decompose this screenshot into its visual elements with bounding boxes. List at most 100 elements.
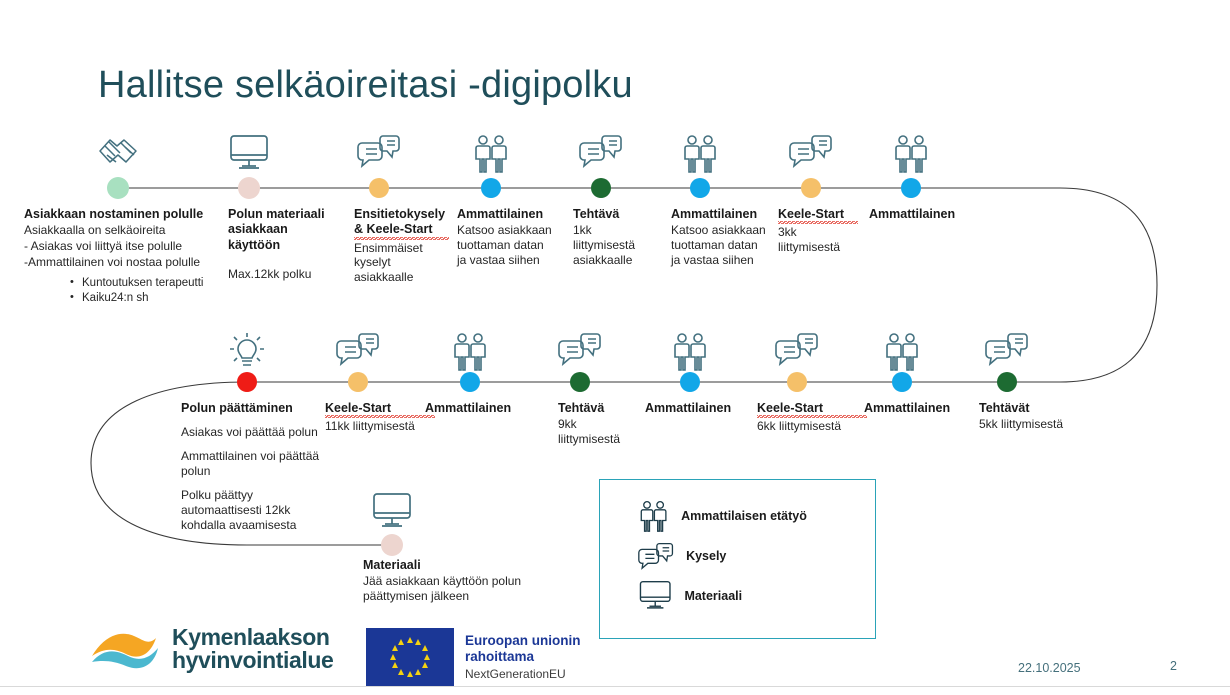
legend-item-label: Kysely [686, 548, 727, 563]
slide-page-number: 2 [1170, 659, 1177, 673]
timeline-step-text: Ammattilainen voi päättää polun [181, 449, 320, 478]
timeline-step-text: Asiakkaalla on selkäoireita [24, 223, 166, 238]
eu-star-icon [389, 653, 396, 660]
timeline-node-dot[interactable] [997, 372, 1017, 392]
kymenlaakso-mark-icon [92, 634, 158, 669]
kysely-icon [579, 134, 623, 168]
timeline-step-title: Ammattilainen [671, 207, 758, 221]
materiaali-text: Jää asiakkaan käyttöön polun päättymisen… [363, 574, 522, 604]
timeline-step-title: Ammattilainen [425, 401, 512, 415]
legend-item-label: Ammattilaisen etätyö [681, 509, 807, 524]
timeline-step-text: 5kk liittymisestä [979, 417, 1064, 432]
timeline-node-dot[interactable] [570, 372, 590, 392]
timeline-step-title: Polun päättäminen [181, 401, 293, 415]
eu-star-icon [421, 645, 428, 652]
eu-star-icon [406, 636, 413, 643]
timeline-step-block: Tehtävä 1kk liittymisestä asiakkaalle [573, 207, 651, 268]
timeline-step-block: Ammattilainen [425, 401, 535, 416]
timeline-node-dot[interactable] [237, 372, 257, 392]
eu-star-icon [423, 653, 430, 660]
timeline-step-text: 1kk liittymisestä asiakkaalle [573, 223, 636, 267]
kysely-icon [558, 332, 602, 366]
timeline-node-dot[interactable] [690, 178, 710, 198]
kymenlaakso-logo: Kymenlaakson hyvinvointialue [90, 625, 334, 673]
eu-sub-line: NextGenerationEU [465, 667, 566, 682]
kysely-icon [985, 332, 1029, 366]
kysely-icon [789, 134, 833, 168]
timeline-step-title: Keele-Start [325, 401, 435, 419]
timeline-node-dot[interactable] [481, 178, 501, 198]
people-icon [451, 332, 489, 372]
kysely-icon [357, 134, 401, 168]
timeline-step-title: Tehtävä [573, 207, 620, 221]
timeline-step-text: 3kk liittymisestä [778, 225, 841, 255]
timeline-step-title: Keele-Start [757, 401, 867, 419]
timeline-step-title: Ammattilainen [645, 401, 732, 415]
timeline-step-bullets: Kuntoutuksen terapeuttiKaiku24:n sh [70, 275, 219, 306]
timeline-step-title: Polun materiaali asiakkaan käyttöön [228, 207, 325, 252]
timeline-node-dot[interactable] [238, 177, 260, 199]
materiaali-title: Materiaali [363, 558, 421, 572]
timeline-node-dot[interactable] [369, 178, 389, 198]
list-item: Kuntoutuksen terapeutti [70, 275, 219, 291]
timeline-step-text: 6kk liittymisestä [757, 419, 842, 434]
timeline-step-title: Ammattilainen [457, 207, 544, 221]
eu-star-icon [421, 662, 428, 669]
monitor-icon [371, 492, 413, 530]
people-icon [681, 134, 719, 174]
timeline-node-dot[interactable] [107, 177, 129, 199]
people-icon [892, 134, 930, 174]
timeline-node-dot[interactable] [787, 372, 807, 392]
timeline-node-dot[interactable] [680, 372, 700, 392]
timeline-step-title: Tehtävä [558, 401, 605, 415]
timeline-step-text: 11kk liittymisestä [325, 419, 415, 434]
eu-star-icon [415, 639, 422, 646]
timeline-step-title: Asiakkaan nostaminen polulle [24, 207, 204, 221]
timeline-node-dot[interactable] [801, 178, 821, 198]
timeline-step-title: Keele-Start [778, 207, 858, 225]
people-icon [883, 332, 921, 372]
timeline-step-text: Katsoo asiakkaan tuottaman datan ja vast… [457, 223, 552, 267]
eu-star-icon [392, 662, 399, 669]
timeline-node-dot[interactable] [901, 178, 921, 198]
timeline-node-dot[interactable] [460, 372, 480, 392]
people-icon [472, 134, 510, 174]
timeline-step-block: Ammattilainen [645, 401, 755, 416]
eu-line-1: Euroopan unionin [465, 632, 581, 648]
monitor-icon [638, 580, 672, 611]
timeline-step-title: Ammattilainen [869, 207, 956, 221]
handshake-icon [96, 134, 140, 168]
eu-flag-icon [366, 628, 454, 686]
timeline-step-text: Asiakas voi päättää polun [181, 425, 318, 440]
legend-item: Materiaali [638, 580, 742, 611]
timeline-step-title: Ensitietokysely & Keele-Start [354, 207, 449, 240]
eu-funding-logo: Euroopan unionin rahoittama NextGenerati… [366, 628, 580, 686]
lightbulb-icon [229, 332, 265, 372]
timeline-node-dot[interactable] [892, 372, 912, 392]
timeline-step-text: Katsoo asiakkaan tuottaman datan ja vast… [671, 223, 766, 267]
timeline-step-title: Tehtävät [979, 401, 1030, 415]
timeline-node-dot[interactable] [381, 534, 403, 556]
timeline-node-dot[interactable] [591, 178, 611, 198]
eu-star-icon [415, 668, 422, 675]
eu-star-icon [406, 670, 413, 677]
timeline-step-text: -Ammattilainen voi nostaa polulle [24, 255, 201, 269]
eu-star-icon [398, 639, 405, 646]
people-icon [671, 332, 709, 372]
eu-line-2: rahoittama [465, 648, 535, 664]
timeline-step-block: Ammattilainen [869, 207, 979, 222]
legend-item: Kysely [638, 542, 726, 570]
timeline-step-block: Tehtävä 9kk liittymisestä [558, 401, 638, 447]
kysely-icon [775, 332, 819, 366]
list-item: Kaiku24:n sh [70, 290, 219, 306]
timeline-node-dot[interactable] [348, 372, 368, 392]
timeline-step-text: 9kk liittymisestä [558, 417, 621, 447]
